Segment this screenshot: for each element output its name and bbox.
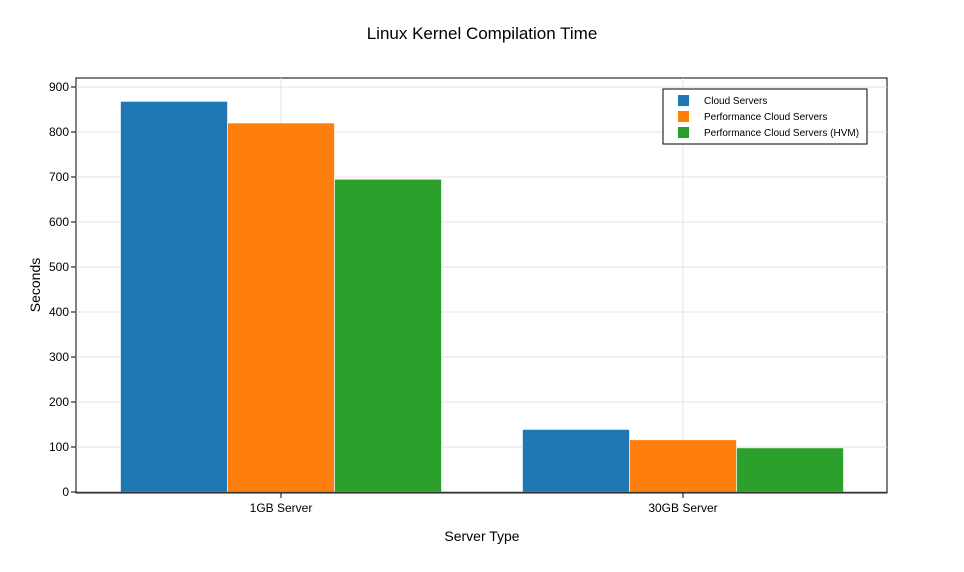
- legend-swatch: [678, 95, 689, 106]
- y-tick-label: 800: [49, 125, 69, 139]
- legend-swatch: [678, 127, 689, 138]
- y-tick-label: 600: [49, 215, 69, 229]
- legend-swatch: [678, 111, 689, 122]
- y-tick-label: 300: [49, 350, 69, 364]
- axes: 0 100 200 300 400 500 600 700 800 900 1GB Server 30…: [49, 80, 887, 515]
- legend-box: [662, 88, 868, 145]
- y-tick-label: 100: [49, 440, 69, 454]
- legend-label: Performance Cloud Servers (HVM): [704, 128, 859, 139]
- legend-label: Cloud Servers: [704, 96, 767, 107]
- x-tick-label: 30GB Server: [648, 501, 717, 515]
- bar-cloud-servers-1: [522, 429, 630, 493]
- y-tick-label: 0: [62, 485, 69, 499]
- y-tick-label: 900: [49, 80, 69, 94]
- y-tick-label: 500: [49, 260, 69, 274]
- legend-label: Performance Cloud Servers: [704, 112, 827, 123]
- bar-performance-cloud-servers-1: [629, 439, 737, 493]
- bars: [120, 101, 844, 493]
- y-tick-label: 700: [49, 170, 69, 184]
- y-tick-label: 200: [49, 395, 69, 409]
- y-axis-title: Seconds: [27, 258, 43, 312]
- chart-title: Linux Kernel Compilation Time: [366, 24, 598, 43]
- x-axis-title: Server Type: [444, 528, 519, 544]
- bar-performance-cloud-servers-hvm-1: [736, 447, 844, 493]
- bar-cloud-servers-0: [120, 101, 228, 493]
- bar-performance-cloud-servers-0: [227, 122, 335, 493]
- bar-performance-cloud-servers-hvm-0: [334, 178, 442, 493]
- x-tick-label: 1GB Server: [250, 501, 313, 515]
- y-tick-label: 400: [49, 305, 69, 319]
